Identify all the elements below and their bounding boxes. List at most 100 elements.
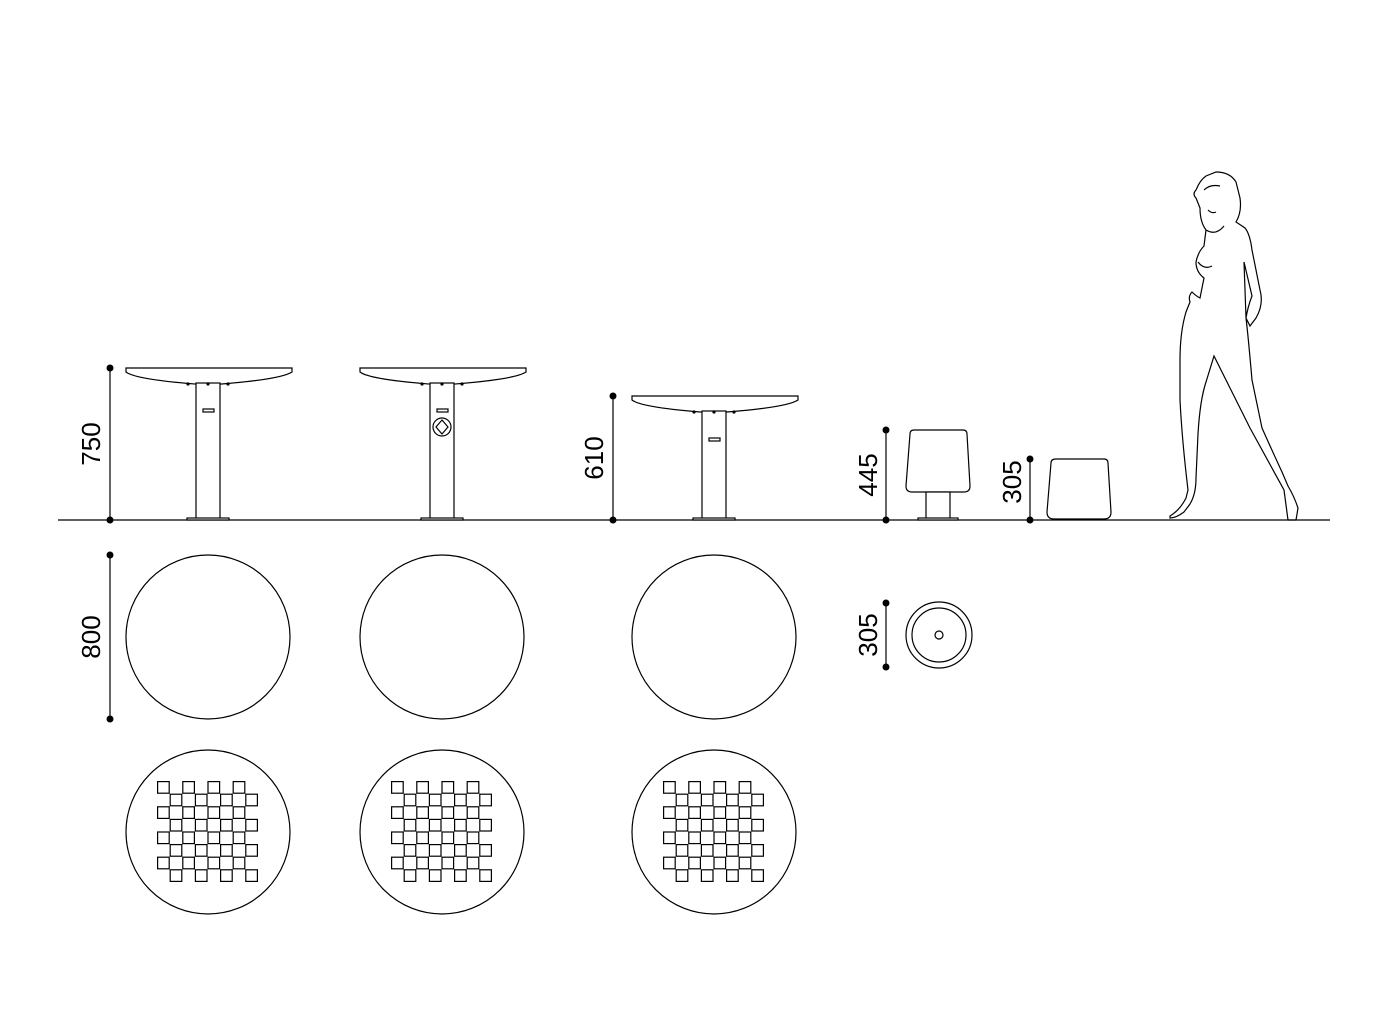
dimension-label: 445 <box>853 453 883 496</box>
chessboard-square <box>232 780 246 794</box>
dimension-low-table-height: 610 <box>579 392 617 524</box>
chessboard-square <box>403 843 417 857</box>
table-3-chessboard-plan <box>631 749 797 915</box>
chessboard-square <box>751 793 764 807</box>
chessboard-square <box>391 806 404 819</box>
chessboard-square <box>416 806 429 819</box>
low-stool-elevation <box>1046 458 1112 520</box>
chessboard-square <box>391 831 404 845</box>
chessboard-square <box>194 843 208 857</box>
chessboard-square <box>441 806 455 819</box>
chessboard-square <box>194 818 208 832</box>
chessboard-square <box>479 843 492 857</box>
dimension-label: 800 <box>76 615 106 658</box>
chessboard-square <box>466 780 480 794</box>
dimension-label: 610 <box>579 436 609 479</box>
chessboard-square <box>428 793 442 807</box>
dimension-label: 305 <box>853 613 883 656</box>
chessboard-square <box>245 869 259 882</box>
chessboard-square <box>479 869 492 882</box>
chessboard-square <box>675 793 689 807</box>
chessboard-square <box>713 856 727 870</box>
chessboard-square <box>428 818 442 832</box>
chessboard-square <box>182 806 196 819</box>
chessboard-square <box>232 806 246 819</box>
chessboard-square <box>688 806 701 819</box>
dimension-label: 750 <box>76 422 106 465</box>
chessboard-square <box>713 780 727 794</box>
chessboard-square <box>169 793 183 807</box>
chessboard-square <box>245 818 259 832</box>
chessboard-square <box>220 818 233 832</box>
chessboard-square <box>157 780 170 794</box>
chessboard-square <box>391 780 404 794</box>
table-2-chessboard-plan <box>359 749 525 915</box>
dimension-low-stool-height: 305 <box>997 455 1034 524</box>
chessboard-square <box>662 856 676 870</box>
dimension-label: 305 <box>997 460 1027 503</box>
chessboard-square <box>194 793 208 807</box>
dimension-table-height: 750 <box>76 364 114 524</box>
chessboard-square <box>169 818 183 832</box>
chessboard-square <box>232 856 246 870</box>
chessboard-square <box>688 831 701 845</box>
chessboard-square <box>688 780 701 794</box>
chessboard-square <box>245 843 259 857</box>
table-1-elevation <box>125 367 293 521</box>
chessboard-square <box>725 843 739 857</box>
chessboard-square <box>220 843 233 857</box>
chessboard-square <box>725 869 739 882</box>
chessboard-square <box>466 856 480 870</box>
chessboard-square <box>700 793 714 807</box>
chessboard-square <box>441 831 455 845</box>
chessboard-square <box>182 780 196 794</box>
chessboard-square <box>479 818 492 832</box>
chessboard-square <box>751 869 764 882</box>
dimension-stool-diameter: 305 <box>853 599 890 671</box>
dimension-table-diameter: 800 <box>76 551 114 723</box>
chessboard-square <box>403 793 417 807</box>
chessboard-square <box>738 806 752 819</box>
chessboard-square <box>454 869 467 882</box>
chessboard-square <box>662 806 676 819</box>
chessboard-square <box>169 843 183 857</box>
chessboard-square <box>751 843 764 857</box>
chessboard <box>391 780 492 882</box>
chessboard-square <box>725 793 739 807</box>
chessboard-square <box>700 869 714 882</box>
chessboard-square <box>454 793 467 807</box>
chessboard-square <box>675 869 689 882</box>
chessboard-square <box>169 869 183 882</box>
chessboard-square <box>207 831 221 845</box>
chessboard-square <box>403 869 417 882</box>
lock-icon <box>432 417 452 437</box>
chessboard-square <box>157 831 170 845</box>
chessboard-square <box>675 818 689 832</box>
chessboard-square <box>428 869 442 882</box>
table-3-plan <box>631 554 797 720</box>
chessboard-square <box>245 793 259 807</box>
chessboard-square <box>662 831 676 845</box>
chessboard-square <box>700 843 714 857</box>
chessboard-square <box>416 831 429 845</box>
chessboard-square <box>479 793 492 807</box>
chessboard-square <box>207 806 221 819</box>
chessboard-square <box>713 806 727 819</box>
chessboard-square <box>454 818 467 832</box>
chessboard-square <box>182 831 196 845</box>
chessboard-square <box>466 831 480 845</box>
chessboard-square <box>751 818 764 832</box>
chessboard-square <box>232 831 246 845</box>
table-2-elevation <box>359 367 527 521</box>
stool-plan <box>905 601 973 669</box>
chessboard-square <box>220 793 233 807</box>
chessboard-square <box>391 856 404 870</box>
table-1-chessboard-plan <box>125 749 291 915</box>
chessboard-square <box>662 780 676 794</box>
chessboard-square <box>403 818 417 832</box>
table-3-elevation <box>631 395 799 521</box>
chessboard-square <box>194 869 208 882</box>
chessboard-square <box>713 831 727 845</box>
chessboard-square <box>220 869 233 882</box>
